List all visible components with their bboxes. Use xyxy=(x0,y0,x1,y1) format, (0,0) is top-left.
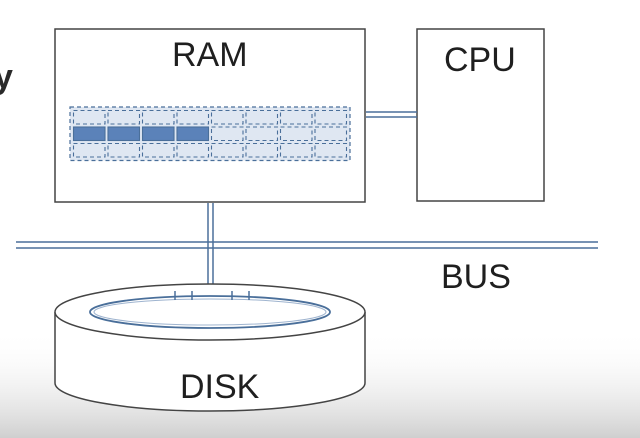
memory-cell xyxy=(279,126,313,142)
memory-cell xyxy=(245,126,279,142)
disk-cylinder xyxy=(54,283,366,412)
memory-cell xyxy=(107,109,141,125)
cpu-label: CPU xyxy=(444,41,516,79)
disk-track-ticks xyxy=(174,291,250,300)
memory-cell xyxy=(314,109,348,125)
memory-cell xyxy=(72,142,106,158)
memory-cell xyxy=(245,142,279,158)
memory-cell xyxy=(245,109,279,125)
ram-label: RAM xyxy=(172,36,248,74)
disk-track xyxy=(89,295,331,329)
memory-cell xyxy=(176,109,210,125)
memory-cell xyxy=(107,142,141,158)
memory-cell-highlighted xyxy=(176,126,210,142)
memory-cell xyxy=(72,109,106,125)
memory-cell xyxy=(314,126,348,142)
bus-label: BUS xyxy=(441,258,511,296)
disk-top xyxy=(54,283,366,341)
memory-cell xyxy=(279,109,313,125)
memory-cell xyxy=(141,109,175,125)
memory-cell xyxy=(314,142,348,158)
memory-cell xyxy=(210,126,244,142)
disk-label: DISK xyxy=(180,368,260,406)
memory-cell-highlighted xyxy=(107,126,141,142)
memory-cell xyxy=(279,142,313,158)
memory-cell xyxy=(210,109,244,125)
bus-line xyxy=(16,241,598,249)
memory-cell xyxy=(141,142,175,158)
cpu-box xyxy=(416,28,545,202)
memory-cell-highlighted xyxy=(141,126,175,142)
memory-cell xyxy=(210,142,244,158)
memory-grid xyxy=(69,106,351,162)
memory-cell xyxy=(176,142,210,158)
memory-cell-highlighted xyxy=(72,126,106,142)
ram-cpu-connector xyxy=(366,111,417,118)
cut-off-text: y xyxy=(0,58,13,96)
